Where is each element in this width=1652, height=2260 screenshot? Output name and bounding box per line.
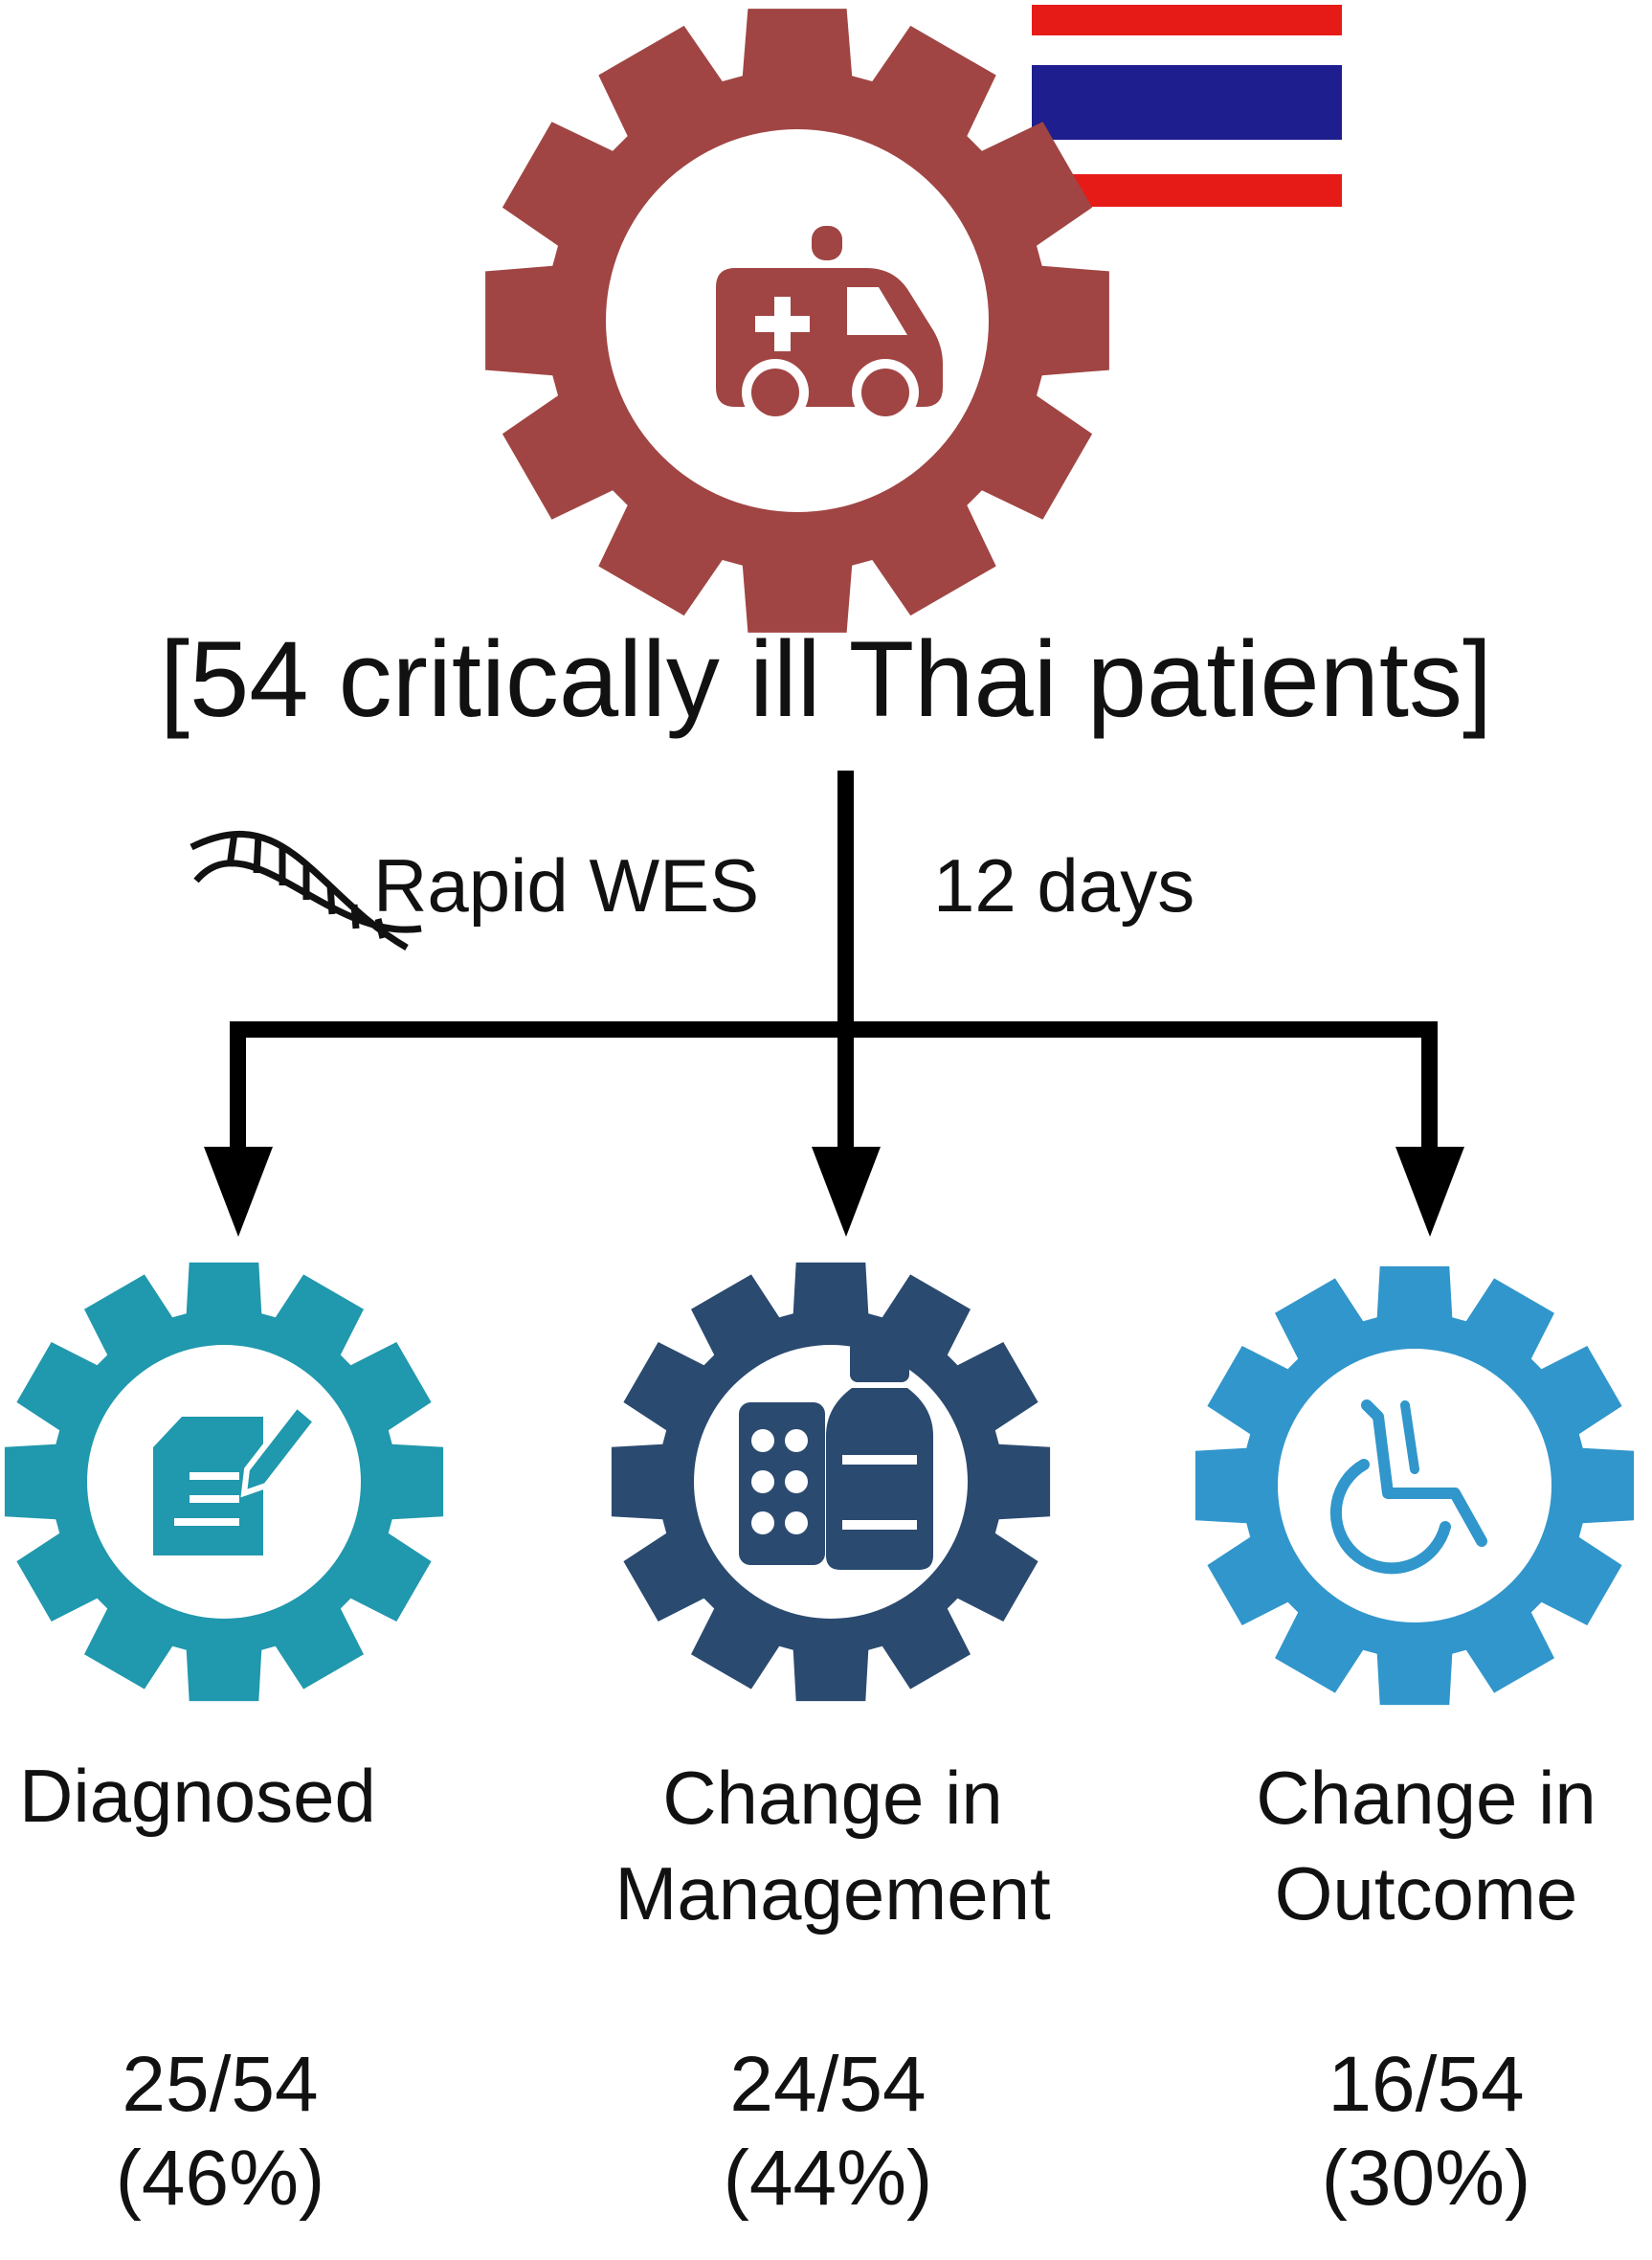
ambulance-icon	[716, 226, 943, 426]
arrow-head-management	[812, 1147, 881, 1237]
duration-label: 12 days	[933, 843, 1195, 928]
wheelchair-icon	[1329, 1399, 1487, 1575]
dna-icon	[190, 831, 422, 951]
outcome-percent-diagnosed: (46%)	[115, 2135, 325, 2222]
outcome-count-diagnosed: 25/54	[122, 2041, 319, 2128]
outcome-label-outcome-line1: Change in	[1256, 1756, 1596, 1840]
outcome-label-diagnosed: Diagnosed	[19, 1754, 376, 1838]
outcome-count-management: 24/54	[729, 2041, 926, 2128]
outcome-label-outcome-line2: Outcome	[1274, 1851, 1578, 1936]
outcome-count-outcome: 16/54	[1328, 2041, 1525, 2128]
outcome-percent-management: (44%)	[723, 2135, 933, 2222]
page-title: [54 critically ill Thai patients]	[159, 619, 1493, 739]
method-label: Rapid WES	[373, 843, 760, 928]
flow-connector	[230, 771, 1438, 1153]
outcome-label-management-line2: Management	[614, 1851, 1051, 1936]
thai-flag-icon	[1032, 5, 1342, 207]
outcome-percent-outcome: (30%)	[1321, 2135, 1531, 2222]
document-pen-icon	[153, 1400, 321, 1555]
arrow-head-diagnosed	[204, 1147, 273, 1237]
outcome-label-management-line1: Change in	[662, 1756, 1003, 1840]
arrow-head-outcome	[1395, 1147, 1464, 1237]
medicine-icon	[739, 1340, 933, 1570]
gear-outcome	[1194, 1265, 1635, 1706]
